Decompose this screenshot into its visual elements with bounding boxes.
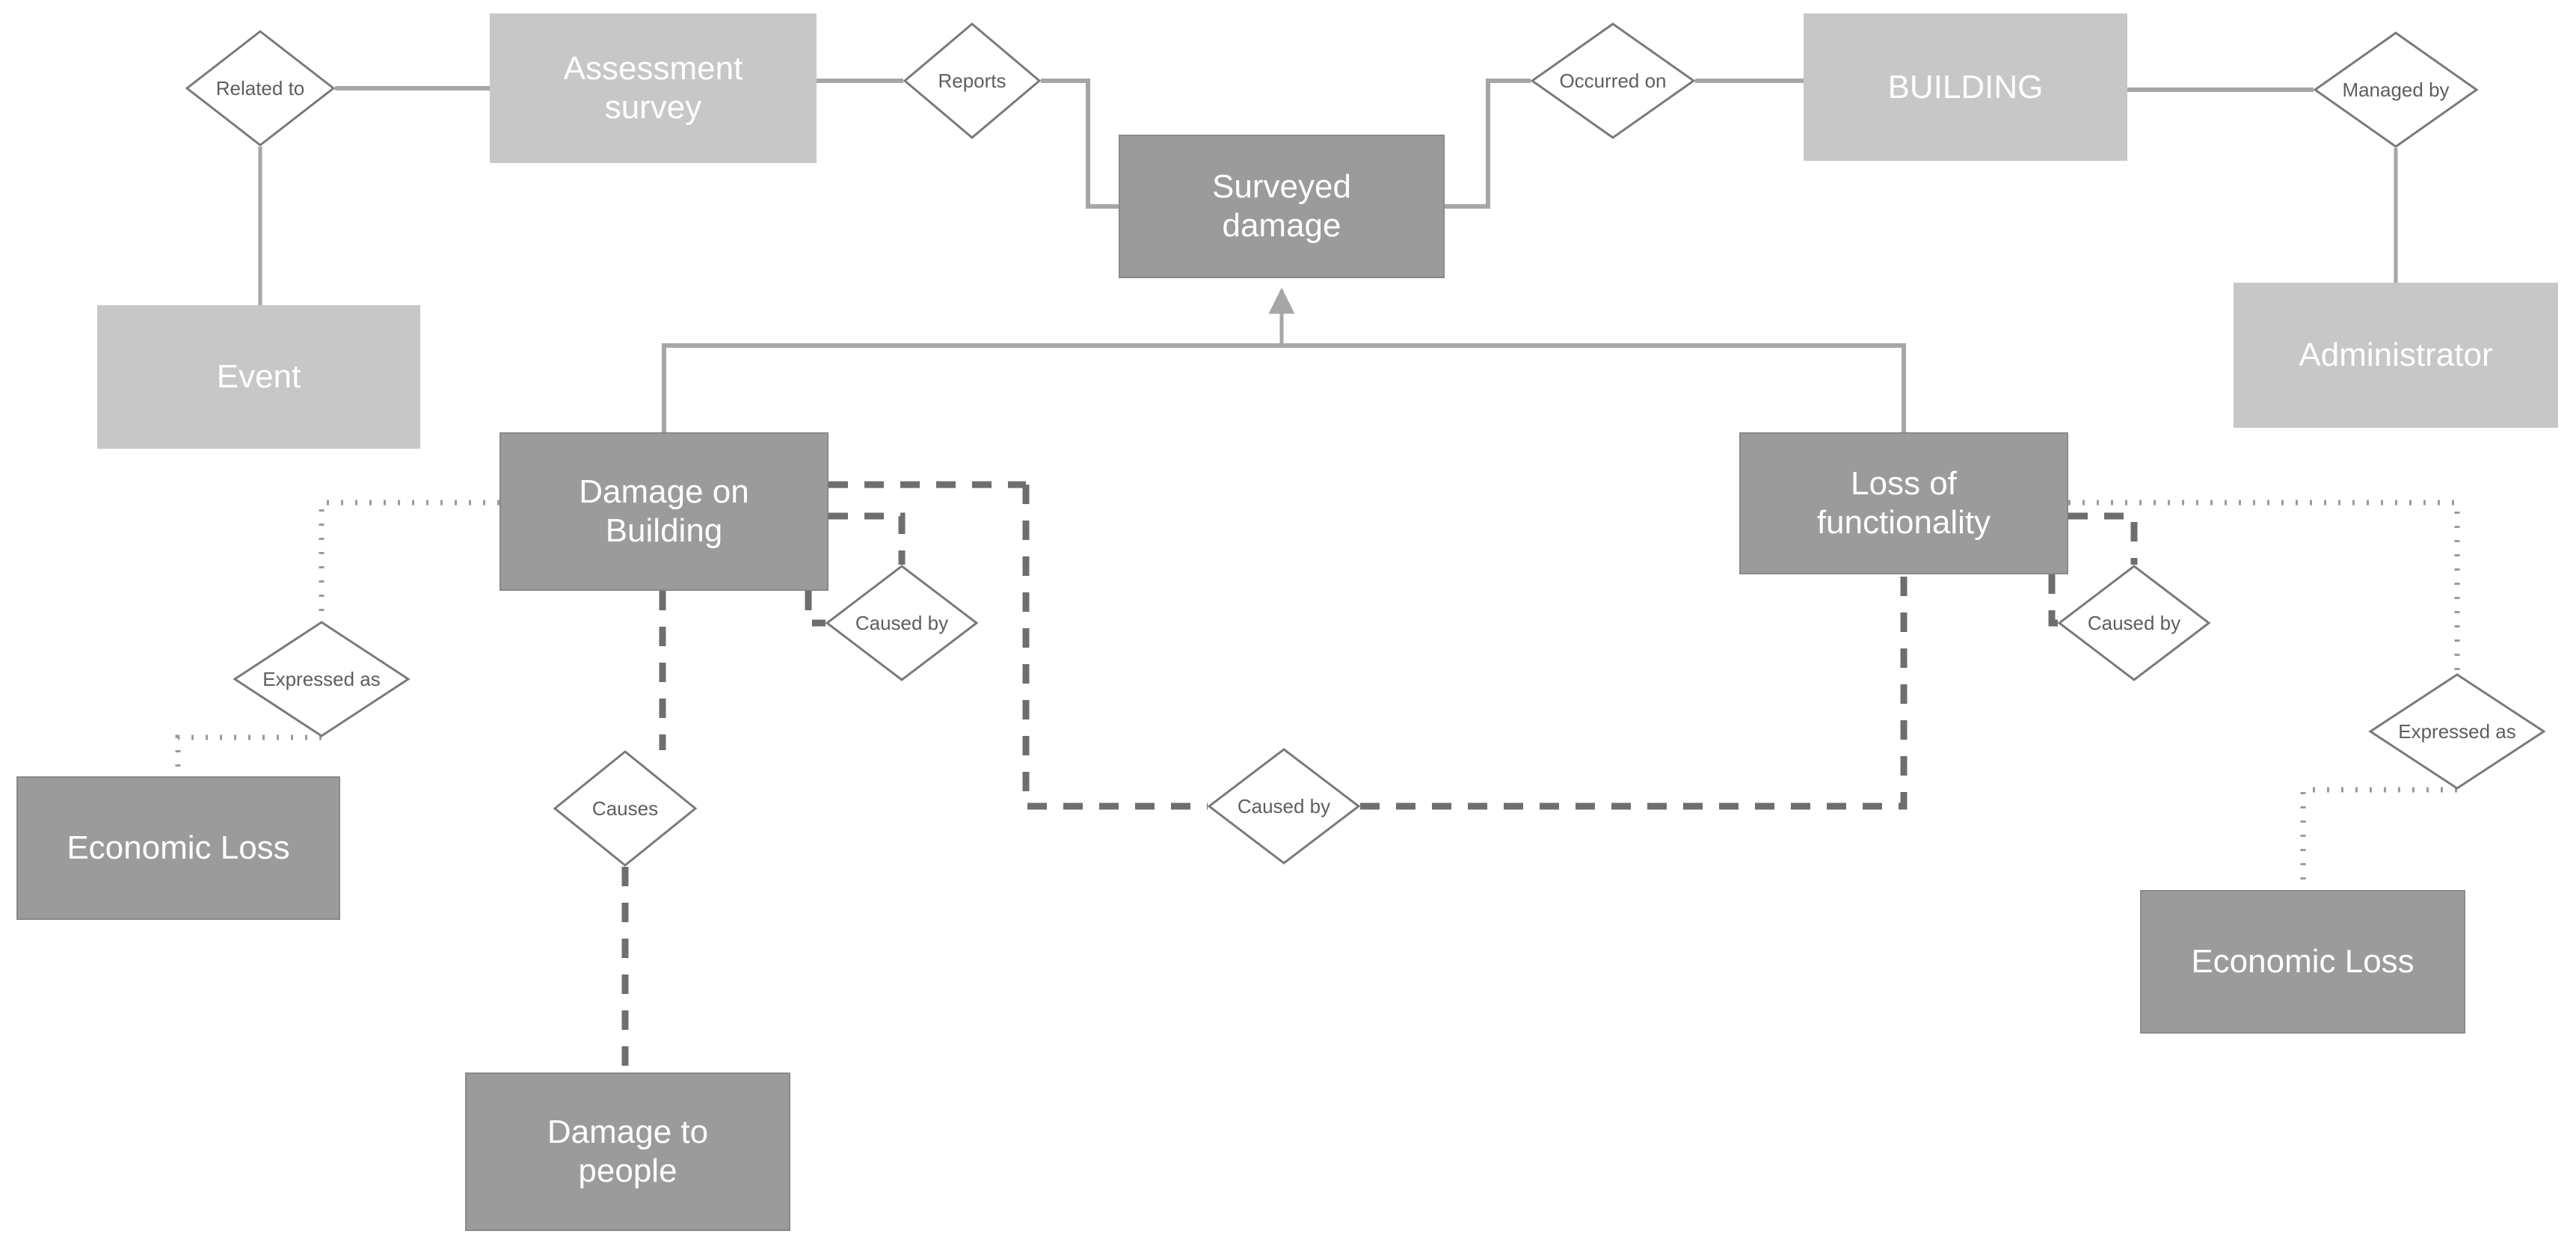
entity-label: Loss of functionality (1816, 465, 1991, 541)
relationship-label: Caused by (1237, 794, 1331, 817)
relationship-caused-by-upper-left[interactable]: Caused by (825, 565, 979, 681)
entity-label: Assessment survey (563, 50, 743, 126)
entity-assessment-survey[interactable]: Assessment survey (490, 13, 817, 163)
relationship-expressed-as-right[interactable]: Expressed as (2368, 673, 2546, 790)
entity-economic-loss-right[interactable]: Economic Loss (2140, 890, 2465, 1034)
dotted-connectors (175, 500, 2460, 890)
diamond-shape (2057, 565, 2211, 681)
entity-damage-to-people[interactable]: Damage to people (465, 1072, 790, 1231)
diamond-shape (903, 22, 1042, 139)
relationship-label: Reports (938, 69, 1006, 92)
dash-dob-bottom-to-causedby-upper-left (805, 591, 826, 627)
entity-building[interactable]: BUILDING (1804, 13, 2127, 161)
relationship-related-to[interactable]: Related to (185, 30, 336, 147)
entity-damage-on-building[interactable]: Damage on Building (499, 432, 829, 591)
relationship-label: Caused by (2087, 611, 2181, 634)
relationship-reports[interactable]: Reports (903, 22, 1042, 139)
line-surveyed-occurredon (1445, 79, 1531, 209)
entity-label: Damage to people (547, 1114, 709, 1189)
dot-expressedas-right-to-economicloss (2300, 787, 2457, 890)
dash-dob-to-causedby-upper-left-top (829, 512, 906, 565)
relationship-managed-by[interactable]: Managed by (2313, 31, 2479, 148)
dash-down-to-causedby-center (1022, 485, 1208, 810)
dash-lof-bottom-to-causedby-upper-right (2048, 574, 2058, 627)
entity-loss-of-functionality[interactable]: Loss of functionality (1739, 432, 2068, 574)
entity-economic-loss-left[interactable]: Economic Loss (16, 776, 340, 920)
isa-connectors (662, 287, 1906, 432)
relationship-label: Causes (591, 797, 659, 820)
diamond-shape (2368, 673, 2546, 790)
entity-label: Surveyed damage (1212, 168, 1351, 244)
entity-administrator[interactable]: Administrator (2234, 283, 2558, 428)
dot-expressedas-left-to-economicloss (175, 734, 322, 776)
entity-label: BUILDING (1887, 68, 2044, 105)
relationship-causes[interactable]: Causes (553, 750, 698, 867)
line-reports-surveyed (1041, 79, 1119, 209)
entity-label: Economic Loss (2191, 943, 2414, 980)
dashed-connectors (621, 481, 2138, 1072)
relationship-label: Caused by (855, 611, 949, 634)
diamond-shape (1530, 22, 1696, 139)
diamond-shape (2313, 31, 2479, 148)
dot-lof-to-expressedas-right (2068, 500, 2460, 673)
diamond-shape (1207, 748, 1361, 865)
relationship-label: Expressed as (262, 667, 381, 690)
relationship-occurred-on[interactable]: Occurred on (1530, 22, 1696, 139)
entity-event[interactable]: Event (97, 305, 420, 449)
entity-surveyed-damage[interactable]: Surveyed damage (1119, 135, 1445, 278)
diamond-shape (233, 621, 411, 737)
dot-dob-to-expressedas-left (319, 500, 499, 621)
diamond-shape (553, 750, 698, 867)
dash-causedby-center-to-lof (1360, 574, 1908, 810)
relationship-label: Occurred on (1559, 69, 1667, 92)
relationship-label: Related to (215, 76, 305, 99)
entity-label: Damage on Building (579, 473, 749, 549)
relationship-caused-by-upper-right[interactable]: Caused by (2057, 565, 2211, 681)
isa-bus (662, 343, 1906, 432)
relationship-caused-by-center[interactable]: Caused by (1207, 748, 1361, 865)
relationship-label: Expressed as (2398, 719, 2516, 743)
solid-connectors (258, 79, 2398, 305)
relationship-expressed-as-left[interactable]: Expressed as (233, 621, 411, 737)
diamond-shape (825, 565, 979, 681)
entity-label: Economic Loss (67, 829, 290, 867)
dash-lof-to-causedby-upper-right-top (2068, 512, 2138, 565)
diamond-shape (185, 30, 336, 147)
entity-label: Event (216, 358, 301, 396)
relationship-label: Managed by (2342, 78, 2450, 101)
entity-label: Administrator (2299, 337, 2493, 374)
